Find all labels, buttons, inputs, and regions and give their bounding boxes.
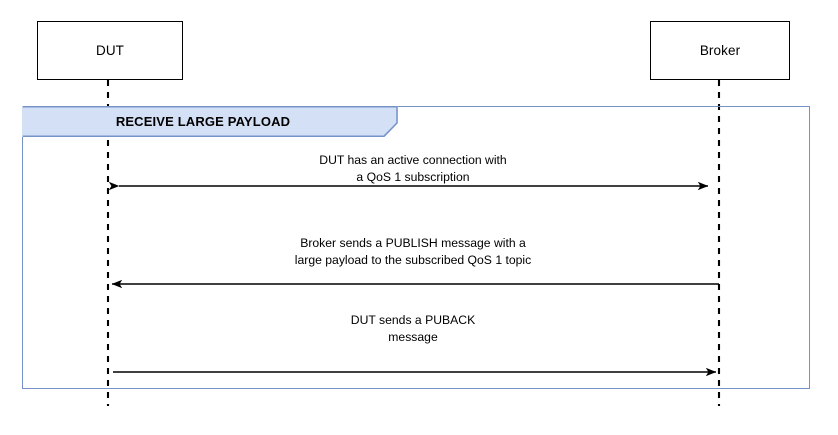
participant-label-broker: Broker bbox=[699, 42, 741, 58]
message-label-1-line-2: a QoS 1 subscription bbox=[356, 170, 470, 184]
participant-label-dut: DUT bbox=[95, 42, 125, 58]
message-label-3-line-2: message bbox=[388, 330, 438, 344]
message-label-1: DUT has an active connection with a QoS … bbox=[319, 152, 506, 186]
message-label-2-line-2: large payload to the subscribed QoS 1 to… bbox=[294, 253, 532, 267]
message-label-2-line-1: Broker sends a PUBLISH message with a bbox=[300, 236, 526, 250]
message-label-3-line-1: DUT sends a PUBACK bbox=[350, 313, 476, 327]
fragment-label: RECEIVE LARGE PAYLOAD bbox=[115, 114, 291, 129]
message-label-1-line-1: DUT has an active connection with bbox=[319, 153, 507, 167]
participant-box-broker[interactable]: Broker bbox=[650, 21, 790, 80]
participant-box-dut[interactable]: DUT bbox=[37, 21, 183, 80]
fragment-frame bbox=[22, 106, 810, 389]
message-label-2: Broker sends a PUBLISH message with a la… bbox=[295, 235, 531, 269]
message-label-3: DUT sends a PUBACK message bbox=[351, 312, 475, 346]
